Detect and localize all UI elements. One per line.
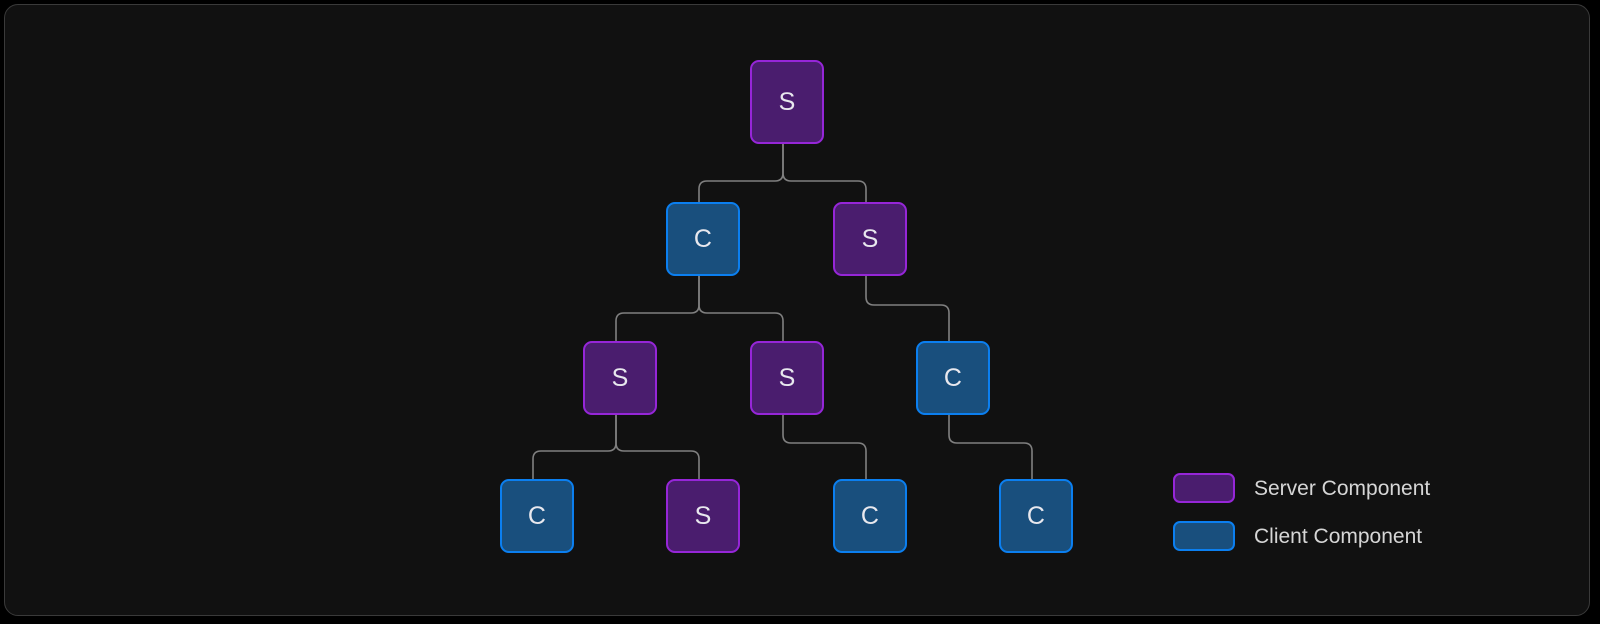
edge-n4-n8 [782, 410, 867, 480]
legend-swatch-client-icon [1173, 521, 1235, 551]
legend-label-client: Client Component [1254, 524, 1423, 548]
edge-n2-n5 [865, 271, 950, 342]
edge-n5-n9 [948, 410, 1033, 480]
edge-n0-n2 [782, 139, 867, 203]
edge-n3-n7 [615, 410, 700, 480]
tree-node[interactable]: C [999, 479, 1073, 553]
edge-n0-n1 [698, 139, 784, 203]
edge-n1-n4 [698, 271, 784, 342]
tree-node[interactable]: C [916, 341, 990, 415]
diagram-panel: S C S S S C C S C C Server Component Cli… [4, 4, 1590, 616]
legend-item-client: Client Component [1173, 521, 1430, 551]
legend: Server Component Client Component [1173, 473, 1430, 551]
tree-node[interactable]: C [666, 202, 740, 276]
legend-swatch-server-icon [1173, 473, 1235, 503]
legend-label-server: Server Component [1254, 476, 1431, 500]
tree-node-root[interactable]: S [750, 60, 824, 144]
edge-n1-n3 [615, 271, 700, 342]
tree-node[interactable]: S [833, 202, 907, 276]
edge-n3-n6 [532, 410, 617, 480]
tree-node[interactable]: C [500, 479, 574, 553]
tree-node[interactable]: C [833, 479, 907, 553]
legend-item-server: Server Component [1173, 473, 1430, 503]
tree-node[interactable]: S [583, 341, 657, 415]
tree-node[interactable]: S [750, 341, 824, 415]
tree-node[interactable]: S [666, 479, 740, 553]
